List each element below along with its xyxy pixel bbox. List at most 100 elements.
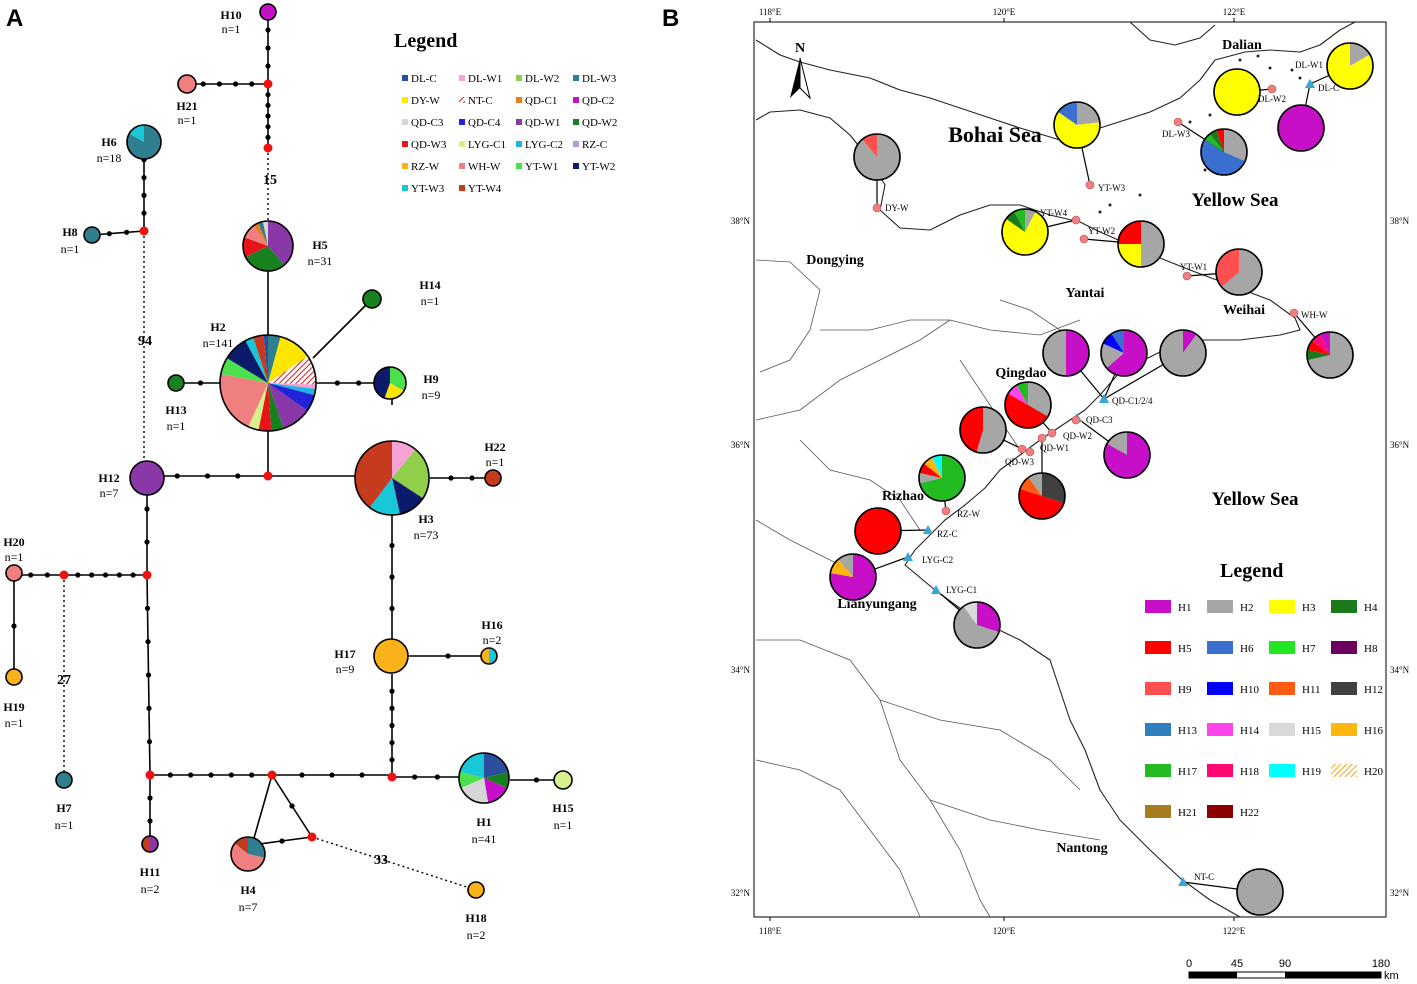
haplotype-node-h6 [126,124,162,160]
mutation-step-dot [144,539,150,545]
site-marker-wild [1182,271,1192,281]
haplotype-node-h14-outline [362,289,382,309]
panel-a-letter: A [6,5,23,32]
lat-label-right: 38°N [1390,216,1410,226]
map-pie-13-outline [1004,381,1052,429]
mutation-step-dot [389,705,395,711]
mutation-step-dot [389,722,395,729]
haplotype-node-h5-slice [243,237,268,258]
map-pie-13 [1004,381,1052,429]
haplotype-node-h1-slice [484,753,509,778]
legend-swatch [459,163,465,169]
map-pie-17-slice [924,457,942,478]
north-label: N [795,41,805,56]
mutation-step-dot [533,777,540,783]
map-pie-11-slice [1103,333,1124,353]
site-marker-wild [941,506,951,516]
map-pie-9-slice [1307,332,1353,379]
haplotype-node-h2-slice [268,383,316,389]
island [1188,120,1192,124]
haplotype-label-h6: H6 [101,135,116,149]
haplotype-node-h17-outline [373,638,409,674]
city-label: Weihai [1223,303,1265,318]
legend-item-label: H1 [1178,602,1191,614]
island [1290,68,1294,72]
haplotype-node-h13-slice [168,375,184,391]
map-pie-8-slice [1216,249,1239,288]
province-boundary [799,439,921,531]
map-pie-11 [1100,329,1148,377]
haplotype-node-h2-slice [263,335,268,383]
haplotype-node-h5-slice [253,223,268,246]
mutation-step-dot [216,81,222,87]
map-pie-18-slice [855,508,901,554]
median-vector [263,143,273,153]
haplotype-label-h19: H19 [3,700,24,714]
haplotype-node-h5-slice [268,221,293,265]
map-pie-12-slice [1160,330,1206,376]
legend-item-label: H14 [1240,725,1259,737]
legend-item-label: H22 [1240,807,1259,819]
map-pie-9-slice [1307,349,1330,361]
map-pie-6-slice [1014,209,1025,232]
map-pie-21-slice [1237,869,1283,915]
legend-item-label: QD-C4 [468,117,501,129]
haplotype-node-h9-slice [373,367,390,399]
map-pie-7-slice [1141,221,1164,267]
map-pie-2-slice [1278,105,1324,151]
site-label: YT-W3 [1098,183,1126,193]
legend-item-label: DL-W2 [525,73,559,85]
panel-b-letter: B [662,5,679,32]
haplotype-node-h2-slice [268,383,316,396]
haplotype-node-h22 [484,469,502,487]
haplotype-label-h20: H20 [3,535,24,549]
haplotype-count-h9: n=9 [422,388,441,402]
map-pie-16-slice [1042,473,1065,504]
map-pie-9 [1306,331,1354,379]
mutation-step-dot [249,772,255,778]
map-pie-1-outline [1213,68,1261,116]
mutation-step-dot [389,605,395,612]
map-pie-20-slice [954,606,999,649]
province-boundary [755,319,951,421]
mutation-step-dot [448,475,454,481]
sea-label-yellow-south: Yellow Sea [1211,489,1299,510]
haplotype-count-h4: n=7 [239,900,258,914]
mutation-step-dot [116,572,122,578]
haplotype-node-h2-slice [253,335,268,383]
legend-item-label: H8 [1364,643,1378,655]
map-pie-3 [1053,101,1101,149]
map-pie-5-outline [853,133,901,181]
scale-unit: km [1384,970,1399,982]
scale-tick-label: 0 [1186,958,1192,970]
legend-swatch [1207,641,1233,654]
haplotype-node-h1-slice [484,778,507,803]
site-marker-wild [1047,428,1057,438]
legend-swatch [1331,600,1357,613]
haplotype-node-h3 [354,440,430,516]
map-pie-16-slice [1028,473,1042,496]
haplotype-node-h13-outline [167,374,185,392]
map-pie-5-slice [862,134,877,157]
site-marker-culture [923,525,933,534]
mutation-step-dot [208,772,214,778]
legend-swatch [1207,764,1233,777]
haplotype-count-h15: n=1 [554,818,573,832]
legend-swatch [1207,600,1233,613]
map-pie-10-slice [1043,330,1066,376]
mutation-step-dot [147,818,153,824]
map-pie-1 [1213,68,1261,116]
legend-item-label: H15 [1302,725,1321,737]
map-pie-13-slice [1005,393,1048,429]
haplotype-node-h2-slice [268,383,308,429]
haplotype-node-h10-outline [259,3,277,21]
mutation-count-label: 33 [374,853,388,868]
haplotype-node-h20 [5,564,23,582]
city-label: Dalian [1222,38,1262,53]
haplotype-label-h5: H5 [312,238,327,252]
map-pie-0-slice [1327,43,1374,89]
